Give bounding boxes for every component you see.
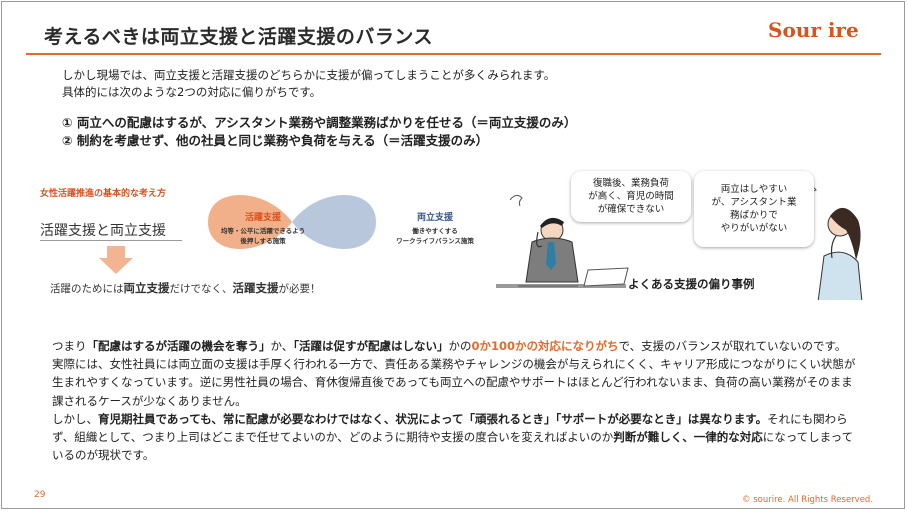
- foot-c: だけでなく、: [169, 283, 233, 295]
- body-text: つまり「配慮はするが活躍の機会を奪う」か、「活躍は促すが配慮はしない」かの0か1…: [52, 337, 864, 464]
- foot-a: 活躍のためには: [50, 283, 124, 295]
- brand-logo: Sour ire: [768, 18, 859, 42]
- p3-t3: それにも関わらず、組織として、つまり上司はどこまで任せてよいのか、どのように期待…: [52, 411, 848, 445]
- p3-t1: しかし、: [52, 411, 98, 426]
- point-2: ② 制約を考慮せず、他の社員と同じ業務や負荷を与える（＝活躍支援のみ）: [62, 133, 489, 148]
- diagram-main-text: 活躍支援と両立支援: [40, 223, 166, 239]
- bubble-right-line-4: やりがいがない: [720, 223, 788, 234]
- left-lobe: [208, 195, 292, 249]
- p3-t2: 育児期社員であっても、常に配慮が必要なわけではなく、状況によって「頑張れるとき」…: [98, 411, 768, 426]
- intro-line-1: しかし現場では、両立支援と活躍支援のどちらかに支援が偏ってしまうことが多くみられ…: [62, 68, 556, 82]
- bubble-right-line-3: 務ばかりで: [730, 210, 778, 221]
- intro-text: しかし現場では、両立支援と活躍支援のどちらかに支援が偏ってしまうことが多くみられ…: [62, 67, 555, 101]
- slide-title: 考えるべきは両立支援と活躍支援のバランス: [44, 26, 434, 48]
- bubble-right-line-2: が、アシスタント業: [711, 197, 797, 208]
- speech-bubble-right: 両立はしやすい が、アシスタント業 務ばかりで やりがいがない: [694, 171, 814, 247]
- p1-t3: か、: [270, 339, 294, 353]
- p3-t4: 判断が難しく、一律的な対応: [613, 430, 763, 445]
- left-lobe-desc-2: 後押しする施策: [240, 237, 286, 245]
- down-arrow-icon: [99, 246, 133, 274]
- diagram-foot: 活躍のためには両立支援だけでなく、活躍支援が必要！: [50, 280, 321, 296]
- bubble-left-line-2: が高く、育児の時間: [588, 191, 674, 202]
- right-lobe-desc-2: ワークライフバランス施策: [396, 237, 474, 245]
- main-text-underline: [40, 240, 182, 241]
- body-paragraph-2: 実際には、女性社員には両立面の支援は手厚く行われる一方で、責任ある業務やチャレン…: [52, 357, 856, 408]
- left-lobe-desc-1: 均等・公平に活躍できるよう: [220, 227, 306, 235]
- page-number: 29: [34, 490, 46, 500]
- foot-b: 両立支援: [123, 281, 170, 295]
- left-lobe-title: 活躍支援: [244, 213, 281, 223]
- p1-t4: 「活躍は促すが配慮はしない」: [293, 339, 449, 353]
- p1-t6: 0か100かの対応になりがち: [471, 339, 619, 353]
- body-paragraph-1: つまり「配慮はするが活躍の機会を奪う」か、「活躍は促すが配慮はしない」かの0か1…: [52, 337, 864, 355]
- bias-points: ① 両立への配慮はするが、アシスタント業務や調整業務ばかりを任せる（＝両立支援の…: [62, 114, 576, 150]
- illustration-caption: よくある支援の偏り事例: [628, 277, 755, 291]
- infinity-svg: [99, 195, 376, 274]
- foot-d: 活躍支援: [232, 281, 279, 295]
- bubble-left-line-1: 復職後、業務負荷: [592, 178, 669, 189]
- p1-t7: で、支援のバランスが取れていないのです。: [618, 339, 847, 353]
- title-underline: [26, 53, 881, 55]
- body-paragraph-3: しかし、育児期社員であっても、常に配慮が必要なわけではなく、状況によって「頑張れ…: [52, 410, 864, 465]
- p1-t5: かの: [448, 339, 472, 353]
- diagram-heading: 女性活躍推進の基本的な考え方: [40, 189, 167, 199]
- thinking-woman-icon: [805, 186, 863, 300]
- copyright: © sourire. All Rights Reserved.: [742, 495, 874, 505]
- foot-e: が必要！: [278, 283, 321, 295]
- bubble-right-line-1: 両立はしやすい: [720, 184, 788, 195]
- right-lobe-desc-1: 働きやすくする: [412, 227, 458, 235]
- right-lobe: [292, 195, 376, 249]
- right-lobe-title: 両立支援: [416, 213, 453, 223]
- worried-man-icon: [496, 194, 629, 288]
- intro-line-2: 具体的には次のような2つの対応に偏りがちです。: [62, 85, 322, 99]
- bubble-left-line-3: が確保できない: [597, 204, 665, 215]
- p1-t2: 「配慮はするが活躍の機会を奪う」: [86, 339, 271, 353]
- illustration-svg: [496, 186, 863, 300]
- speech-bubble-left: 復職後、業務負荷 が高く、育児の時間 が確保できない: [571, 171, 691, 222]
- p3-t5: になってしまっているのが現状です。: [52, 430, 854, 463]
- infinity-diagram: 女性活躍推進の基本的な考え方 活躍支援と両立支援 活躍支援 均等・公平に活躍でき…: [30, 178, 530, 308]
- p1-t1: つまり: [52, 339, 87, 353]
- point-1: ① 両立への配慮はするが、アシスタント業務や調整業務ばかりを任せる（＝両立支援の…: [62, 115, 577, 130]
